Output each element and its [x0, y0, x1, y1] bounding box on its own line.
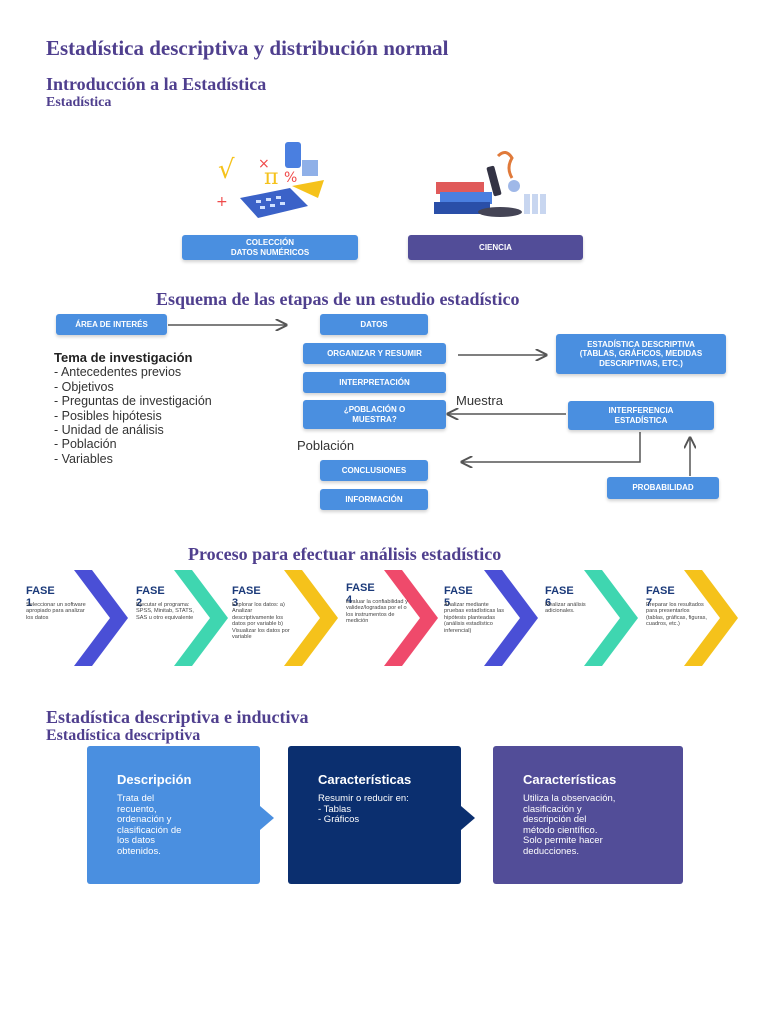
step-informacion: INFORMACIÓN — [320, 489, 428, 510]
phase-1-name: FASE 1 — [26, 585, 55, 609]
svg-text:π: π — [264, 165, 278, 190]
coleccion-datos-label: COLECCIÓN DATOS NUMÉRICOS — [182, 235, 358, 260]
topic-item: - Unidad de análisis — [54, 423, 164, 438]
page-title: Estadística descriptiva y distribución n… — [46, 36, 449, 60]
svg-text:×: × — [258, 156, 270, 172]
phase-5-desc: Analizar mediante pruebas estadísticas l… — [444, 602, 505, 634]
svg-text:√: √ — [218, 155, 235, 185]
card-caracteristicas-1: Características Resumir o reducir en: - … — [288, 746, 461, 884]
topic-heading: Tema de investigación — [54, 350, 193, 365]
card-pointer — [260, 806, 274, 830]
topic-item: - Antecedentes previos — [54, 365, 182, 380]
phase-7-desc: Preparar los resultados para presentarlo… — [646, 602, 707, 628]
phase-4-name: FASE 4 — [346, 582, 375, 606]
card-body: Trata del recuento, ordenación y clasifi… — [117, 793, 182, 857]
step-poblacion-muestra: ¿POBLACIÓN O MUESTRA? — [303, 400, 446, 429]
topic-list: Tema de investigación - Antecedentes pre… — [54, 350, 212, 466]
phase-3-name: FASE 3 — [232, 585, 261, 609]
topic-item: - Posibles hipótesis — [54, 408, 162, 423]
phase-7-name: FASE 7 — [646, 585, 675, 609]
science-microscope-books-icon — [434, 151, 546, 217]
card-title: Descripción — [117, 772, 192, 787]
phase-chevrons — [74, 570, 738, 666]
phase-2-name: FASE 2 — [136, 585, 165, 609]
probabilidad-box: PROBABILIDAD — [607, 477, 719, 499]
card-title: Características — [523, 772, 617, 787]
inferencia-box: INTERFERENCIA ESTADÍSTICA — [568, 401, 714, 430]
card-title: Características — [318, 772, 412, 787]
step-interpretacion: INTERPRETACIÓN — [303, 372, 446, 393]
intro-heading: Introducción a la Estadística — [46, 74, 267, 94]
descriptive-subtitle: Estadística descriptiva — [46, 727, 201, 744]
phase-5-name: FASE 5 — [444, 585, 473, 609]
step-datos: DATOS — [320, 314, 428, 335]
poblacion-label: Población — [297, 438, 355, 453]
ciencia-label: CIENCIA — [408, 235, 583, 260]
intro-subheading: Estadística — [46, 95, 112, 110]
process-title: Proceso para efectuar análisis estadísti… — [188, 544, 502, 564]
topic-item: - Preguntas de investigación — [54, 394, 212, 409]
phase-6-name: FASE 6 — [545, 585, 574, 609]
topic-item: - Población — [54, 437, 117, 452]
phase-1-desc: Seleccionar un software apropiado para a… — [26, 602, 86, 621]
estadistica-descriptiva-box: ESTADÍSTICA DESCRIPTIVA (TABLAS, GRÁFICO… — [556, 334, 726, 374]
step-organizar: ORGANIZAR Y RESUMIR — [303, 343, 446, 364]
card-caracteristicas-2: Características Utiliza la observación, … — [493, 746, 683, 884]
scheme-title: Esquema de las etapas de un estudio esta… — [156, 289, 520, 309]
step-conclusiones: CONCLUSIONES — [320, 460, 428, 481]
svg-text:+: + — [216, 194, 228, 210]
phase-6-desc: Realizar análisis adicionales. — [545, 602, 586, 615]
svg-text:%: % — [284, 170, 297, 186]
phase-3-desc: Explorar los datos: a) Analizar descript… — [232, 602, 290, 641]
card-pointer — [461, 806, 475, 830]
topic-item: - Variables — [54, 451, 113, 466]
scheme-arrows — [168, 300, 768, 476]
topic-item: - Objetivos — [54, 379, 114, 394]
phase-2-desc: Ejecutar el programa: SPSS, Minitab, STA… — [136, 602, 194, 621]
card-body: Utiliza la observación, clasificación y … — [523, 793, 616, 857]
area-interes-box: ÁREA DE INTERÉS — [56, 314, 167, 335]
card-body: Resumir o reducir en: - Tablas - Gráfico… — [318, 793, 409, 825]
muestra-label: Muestra — [456, 393, 503, 408]
card-descripcion: Descripción Trata del recuento, ordenaci… — [87, 746, 260, 884]
descriptive-title: Estadística descriptiva e inductiva — [46, 707, 309, 727]
phase-4-desc: Evaluar la confiabilidad y validez/logra… — [346, 599, 408, 625]
math-symbols-calculator-icon: √ × π % + — [216, 142, 324, 218]
